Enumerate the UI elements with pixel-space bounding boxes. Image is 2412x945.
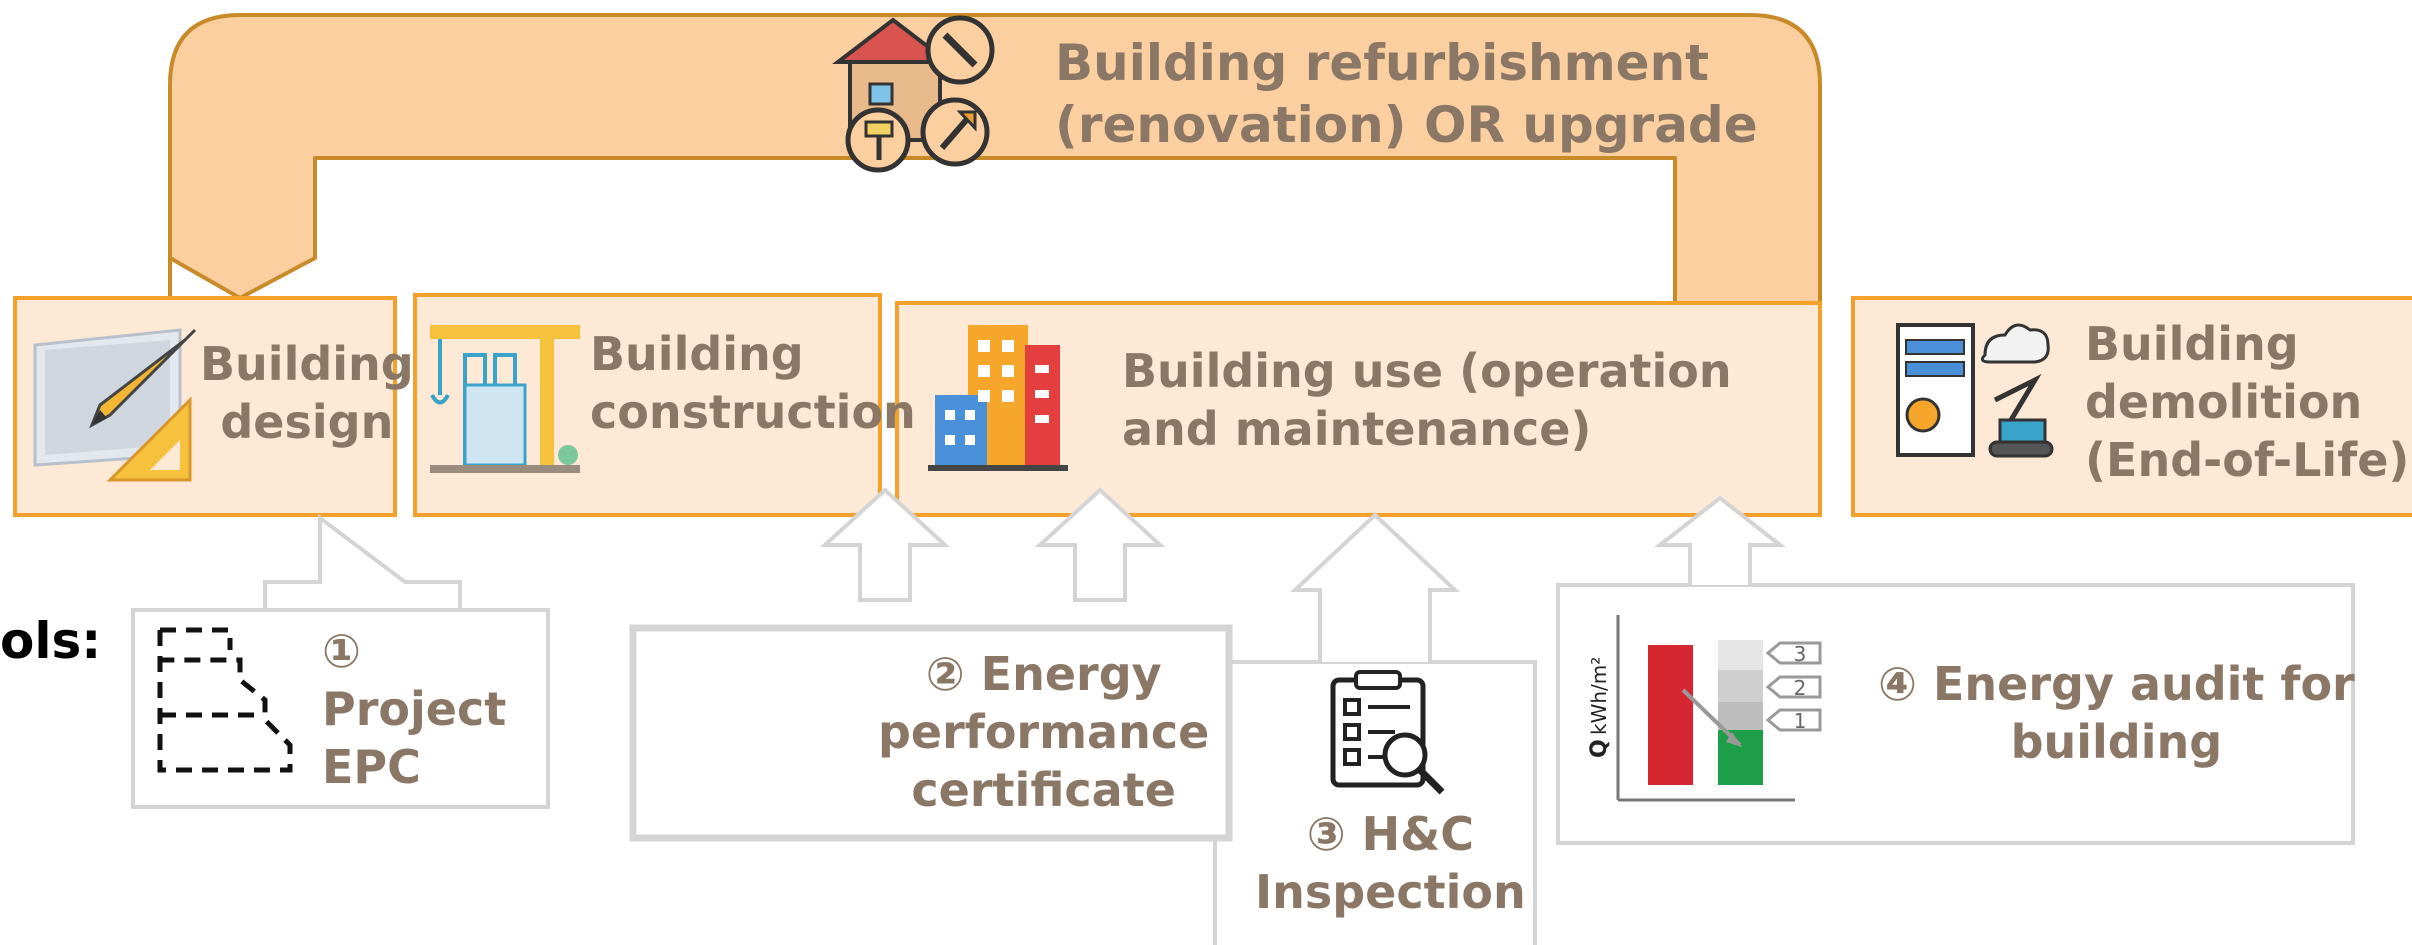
audit-bar-step-1	[1718, 702, 1763, 730]
arrow-up-construction	[819, 487, 951, 602]
construction-icon	[430, 325, 580, 473]
audit-q-label: Q	[1587, 739, 1612, 758]
tool-audit-line2: building	[2010, 715, 2223, 769]
stage-design-line1: Building	[200, 337, 414, 391]
tool-epc-box	[629, 624, 1233, 842]
tool-hc-label: ③ H&C Inspection	[1255, 805, 1526, 921]
tool-epc-label: ② Energy performance certificate	[878, 645, 1209, 819]
tool-epc-line1: ② Energy	[925, 647, 1162, 701]
stage-demolition-label: Building demolition (End-of-Life)	[2085, 315, 2409, 489]
tool-audit-line1: ④ Energy audit for	[1878, 657, 2355, 711]
stage-use-line1: Building use (operation	[1122, 344, 1732, 398]
stage-demolition-line2: demolition	[2085, 375, 2363, 429]
refurbishment-label-line1: Building refurbishment	[1055, 34, 1710, 92]
use-icon	[928, 325, 1068, 471]
audit-bar-step-3	[1718, 640, 1763, 670]
tool-project-epc-line2: Project	[322, 682, 507, 736]
project-epc-icon	[157, 627, 293, 773]
stage-design-line2: design	[220, 395, 394, 449]
refurbishment-label-line2: (renovation) OR upgrade	[1055, 96, 1758, 154]
audit-step-label-1: 1	[1794, 709, 1807, 733]
stage-demolition-line3: (End-of-Life)	[2085, 433, 2410, 487]
audit-bar-before	[1648, 645, 1693, 785]
stage-construction-label: Building construction	[590, 325, 916, 441]
audit-step-label-2: 2	[1794, 676, 1807, 700]
tool-audit-label: ④ Energy audit for building	[1878, 655, 2355, 771]
stage-use-label: Building use (operation and maintenance)	[1122, 342, 1732, 458]
stage-construction-line2: construction	[590, 385, 916, 439]
tool-hc-line2: Inspection	[1255, 865, 1526, 919]
arrow-up-audit	[1654, 495, 1786, 585]
refurbishment-icon	[832, 15, 995, 173]
stage-demolition-line1: Building	[2085, 317, 2299, 371]
stage-design-label: Building design	[200, 335, 414, 451]
arrow-up-hc	[1289, 512, 1461, 662]
audit-chart-icon: 3 2 1 Q kWh/m²	[1587, 615, 1822, 802]
arrow-up-use	[1034, 487, 1166, 602]
audit-ylabel: kWh/m²	[1587, 657, 1611, 735]
hc-inspection-icon	[1330, 670, 1445, 795]
stage-use-box	[895, 301, 1822, 517]
audit-bar-after	[1718, 730, 1763, 785]
refurbishment-label: Building refurbishment (renovation) OR u…	[1055, 32, 1758, 156]
arrow-up-design	[263, 513, 462, 608]
tool-project-epc-box	[131, 608, 550, 809]
audit-bar-step-2	[1718, 670, 1763, 702]
tool-project-epc-number: ①	[322, 624, 361, 678]
tool-project-epc-line3: EPC	[322, 740, 421, 794]
tool-epc-line3: certificate	[911, 763, 1176, 817]
demolition-icon	[1896, 323, 2054, 458]
audit-step-label-3: 3	[1794, 642, 1807, 666]
stage-use-line2: and maintenance)	[1122, 402, 1592, 456]
tool-project-epc-label: ① Project EPC	[322, 622, 506, 796]
design-icon	[33, 328, 197, 482]
tool-epc-line2: performance	[878, 705, 1210, 759]
tool-hc-line1: ③ H&C	[1306, 807, 1475, 861]
stage-construction-line1: Building	[590, 327, 804, 381]
tools-label: ols:	[0, 612, 102, 670]
